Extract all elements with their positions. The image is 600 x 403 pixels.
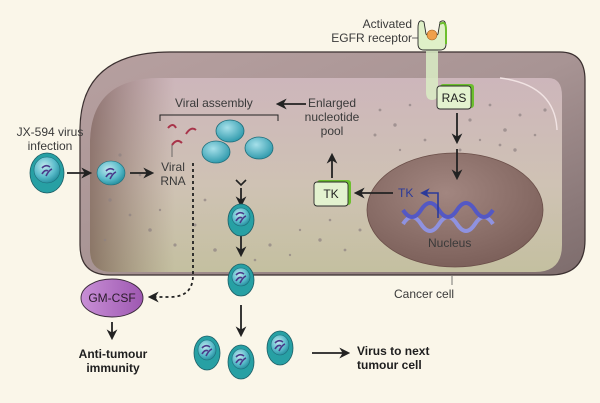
- label-virus-infection: JX-594 virus infection: [16, 125, 84, 153]
- egfr-receptor-icon: [412, 20, 447, 100]
- label-anti-tumour-line2: immunity: [86, 361, 140, 375]
- tk-gene-arrow: [420, 188, 439, 218]
- virus-particles: [29, 152, 294, 380]
- label-tk-protein: TK: [323, 187, 339, 201]
- virus-particle-icon: [29, 152, 65, 194]
- label-enlarged-line1: Enlarged: [307, 96, 357, 110]
- label-next-cell-line2: tumour cell: [357, 358, 422, 372]
- virus-particle-icon: [227, 344, 255, 380]
- label-ras: RAS: [441, 91, 467, 105]
- gm-csf-ellipse: [80, 278, 144, 318]
- label-egfr-line2: EGFR receptor: [331, 31, 412, 45]
- label-viral-rna-line1: Viral: [161, 160, 185, 174]
- assembly-bracket: [159, 114, 279, 121]
- ligand-icon: [426, 29, 438, 41]
- pathway-arrows: [67, 98, 463, 359]
- label-enlarged-pool: Enlarged nucleotide pool: [300, 96, 364, 138]
- cytoplasm-speckles: [103, 103, 547, 262]
- label-cancer-cell: Cancer cell: [394, 287, 455, 301]
- label-viral-rna-line2: RNA: [160, 174, 186, 188]
- nucleus: [366, 152, 544, 268]
- label-anti-tumour: Anti-tumour immunity: [78, 347, 148, 375]
- virus-particle-icon: [96, 160, 126, 186]
- label-egfr: Activated EGFR receptor: [322, 17, 412, 45]
- virus-particle-icon: [227, 263, 255, 297]
- tk-protein-box: [313, 180, 351, 207]
- label-anti-tumour-line1: Anti-tumour: [78, 347, 148, 361]
- label-gm-csf: GM-CSF: [88, 291, 136, 305]
- virus-particle-icon: [227, 203, 255, 237]
- label-viral-assembly: Viral assembly: [175, 96, 253, 110]
- label-next-cell: Virus to next tumour cell: [357, 344, 429, 372]
- label-enlarged-line2: nucleotide: [304, 110, 360, 124]
- label-viral-rna: Viral RNA: [158, 160, 188, 188]
- label-next-cell-line1: Virus to next: [357, 344, 430, 358]
- label-nucleus: Nucleus: [428, 236, 472, 250]
- label-tk-gene: TK: [398, 186, 414, 200]
- dna-helix-icon: [401, 201, 495, 233]
- label-egfr-line1: Activated: [362, 17, 412, 31]
- ras-box: [436, 84, 474, 110]
- label-enlarged-line3: pool: [320, 124, 344, 138]
- capsid-merge-icon: [235, 179, 247, 187]
- viral-rna-icon: [167, 124, 197, 157]
- virus-particle-icon: [193, 335, 221, 371]
- capsid-particles: [201, 119, 274, 164]
- virus-particle-icon: [266, 330, 294, 366]
